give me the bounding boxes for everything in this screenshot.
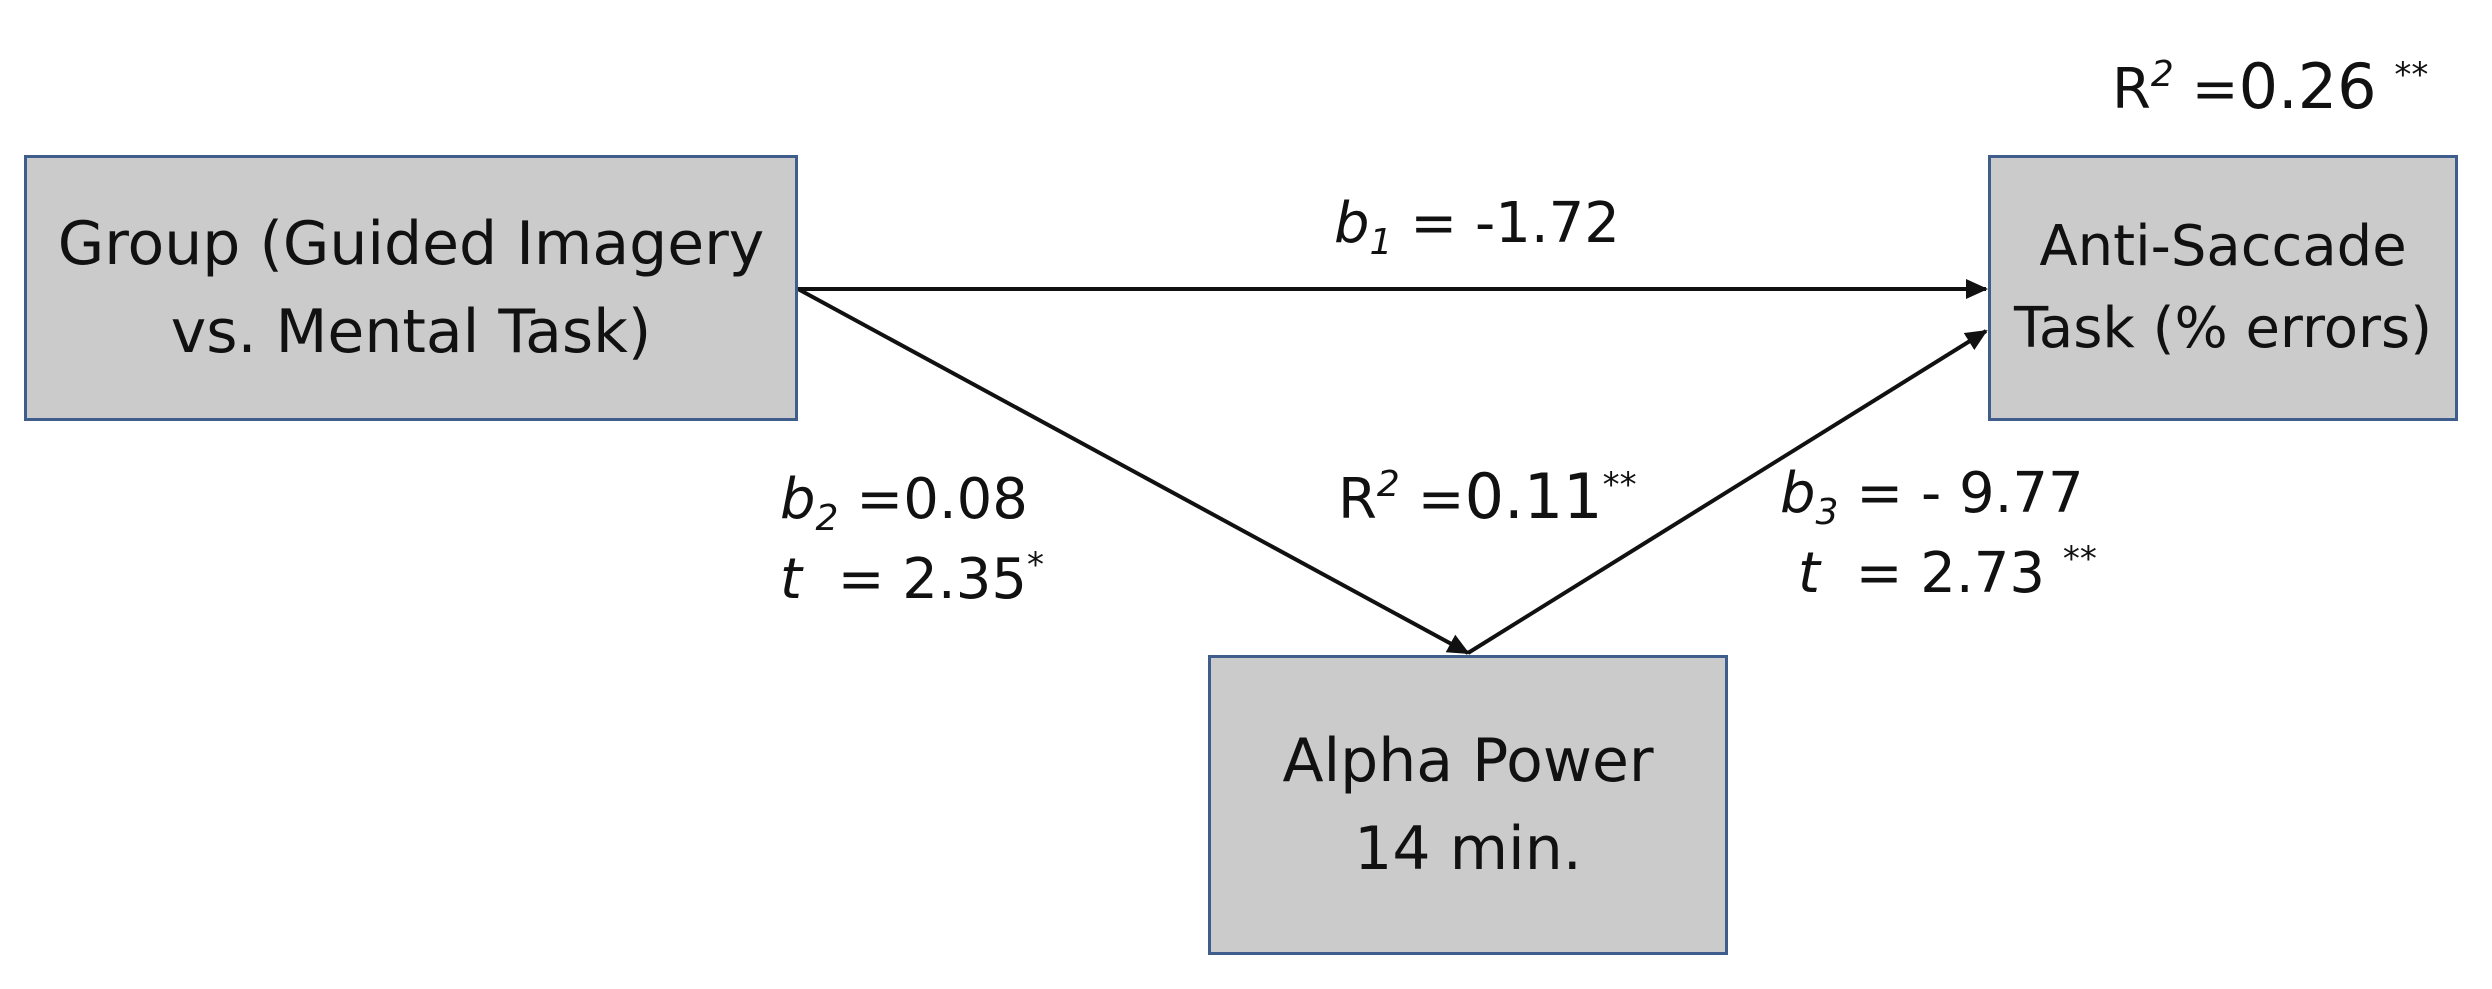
anti-saccade-box-line1: Anti-Saccade bbox=[2039, 214, 2407, 279]
alpha-power-box-line1: Alpha Power bbox=[1282, 726, 1654, 796]
anti-saccade-box: Anti-Saccade Task (% errors) bbox=[1988, 155, 2458, 421]
mediator-r-symbol: R bbox=[1338, 467, 1377, 532]
t2-significance: * bbox=[1027, 545, 1044, 585]
b3-value: = - 9.77 bbox=[1856, 461, 2084, 526]
mediator-r-exponent: 2 bbox=[1376, 464, 1400, 505]
alpha-power-box: Alpha Power 14 min. bbox=[1208, 655, 1728, 955]
t3-symbol: t bbox=[1798, 541, 1820, 606]
b1-symbol: b bbox=[1334, 191, 1370, 256]
outcome-r-value: 0.26 bbox=[2238, 50, 2377, 123]
t3-value: = 2.73 bbox=[1855, 541, 2045, 606]
mediator-r-eq: = bbox=[1417, 467, 1465, 532]
b1-value: = -1.72 bbox=[1410, 191, 1620, 256]
b2-label: b2 =0.08 bbox=[780, 467, 1028, 537]
outcome-r-symbol: R bbox=[2112, 57, 2151, 122]
b3-label: b3 = - 9.77 bbox=[1780, 461, 2084, 531]
t2-value: = 2.35 bbox=[837, 547, 1027, 612]
group-box-line2: vs. Mental Task) bbox=[170, 297, 652, 367]
outcome-r-significance: ** bbox=[2394, 55, 2429, 95]
mediator-r-squared-label: R2 =0.11** bbox=[1338, 465, 1637, 532]
b2-subscript: 2 bbox=[815, 498, 839, 539]
b2-value: =0.08 bbox=[856, 467, 1028, 532]
b1-label: b1 = -1.72 bbox=[1334, 191, 1620, 261]
group-box-line1: Group (Guided Imagery bbox=[57, 209, 765, 279]
b2-symbol: b bbox=[780, 467, 816, 532]
outcome-r-squared-label: R2 =0.26 ** bbox=[2112, 55, 2428, 122]
outcome-r-exponent: 2 bbox=[2150, 54, 2174, 95]
anti-saccade-box-line2: Task (% errors) bbox=[2013, 296, 2433, 361]
b3-symbol: b bbox=[1780, 461, 1816, 526]
group-box: Group (Guided Imagery vs. Mental Task) bbox=[24, 155, 798, 421]
arrow-group-to-alpha bbox=[797, 287, 1470, 655]
t3-significance: ** bbox=[2062, 539, 2097, 579]
t2-symbol: t bbox=[780, 547, 802, 612]
arrow-alpha-to-anti-saccade bbox=[1466, 329, 1988, 655]
t2-label: t = 2.35* bbox=[780, 548, 1044, 612]
mediator-r-significance: ** bbox=[1602, 465, 1637, 505]
alpha-power-box-line2: 14 min. bbox=[1354, 814, 1582, 884]
mediator-r-value: 0.11 bbox=[1464, 460, 1603, 533]
b1-subscript: 1 bbox=[1369, 222, 1393, 263]
b3-subscript: 3 bbox=[1815, 492, 1839, 533]
t3-label: t = 2.73 ** bbox=[1798, 542, 2097, 606]
outcome-r-eq: = bbox=[2191, 57, 2239, 122]
